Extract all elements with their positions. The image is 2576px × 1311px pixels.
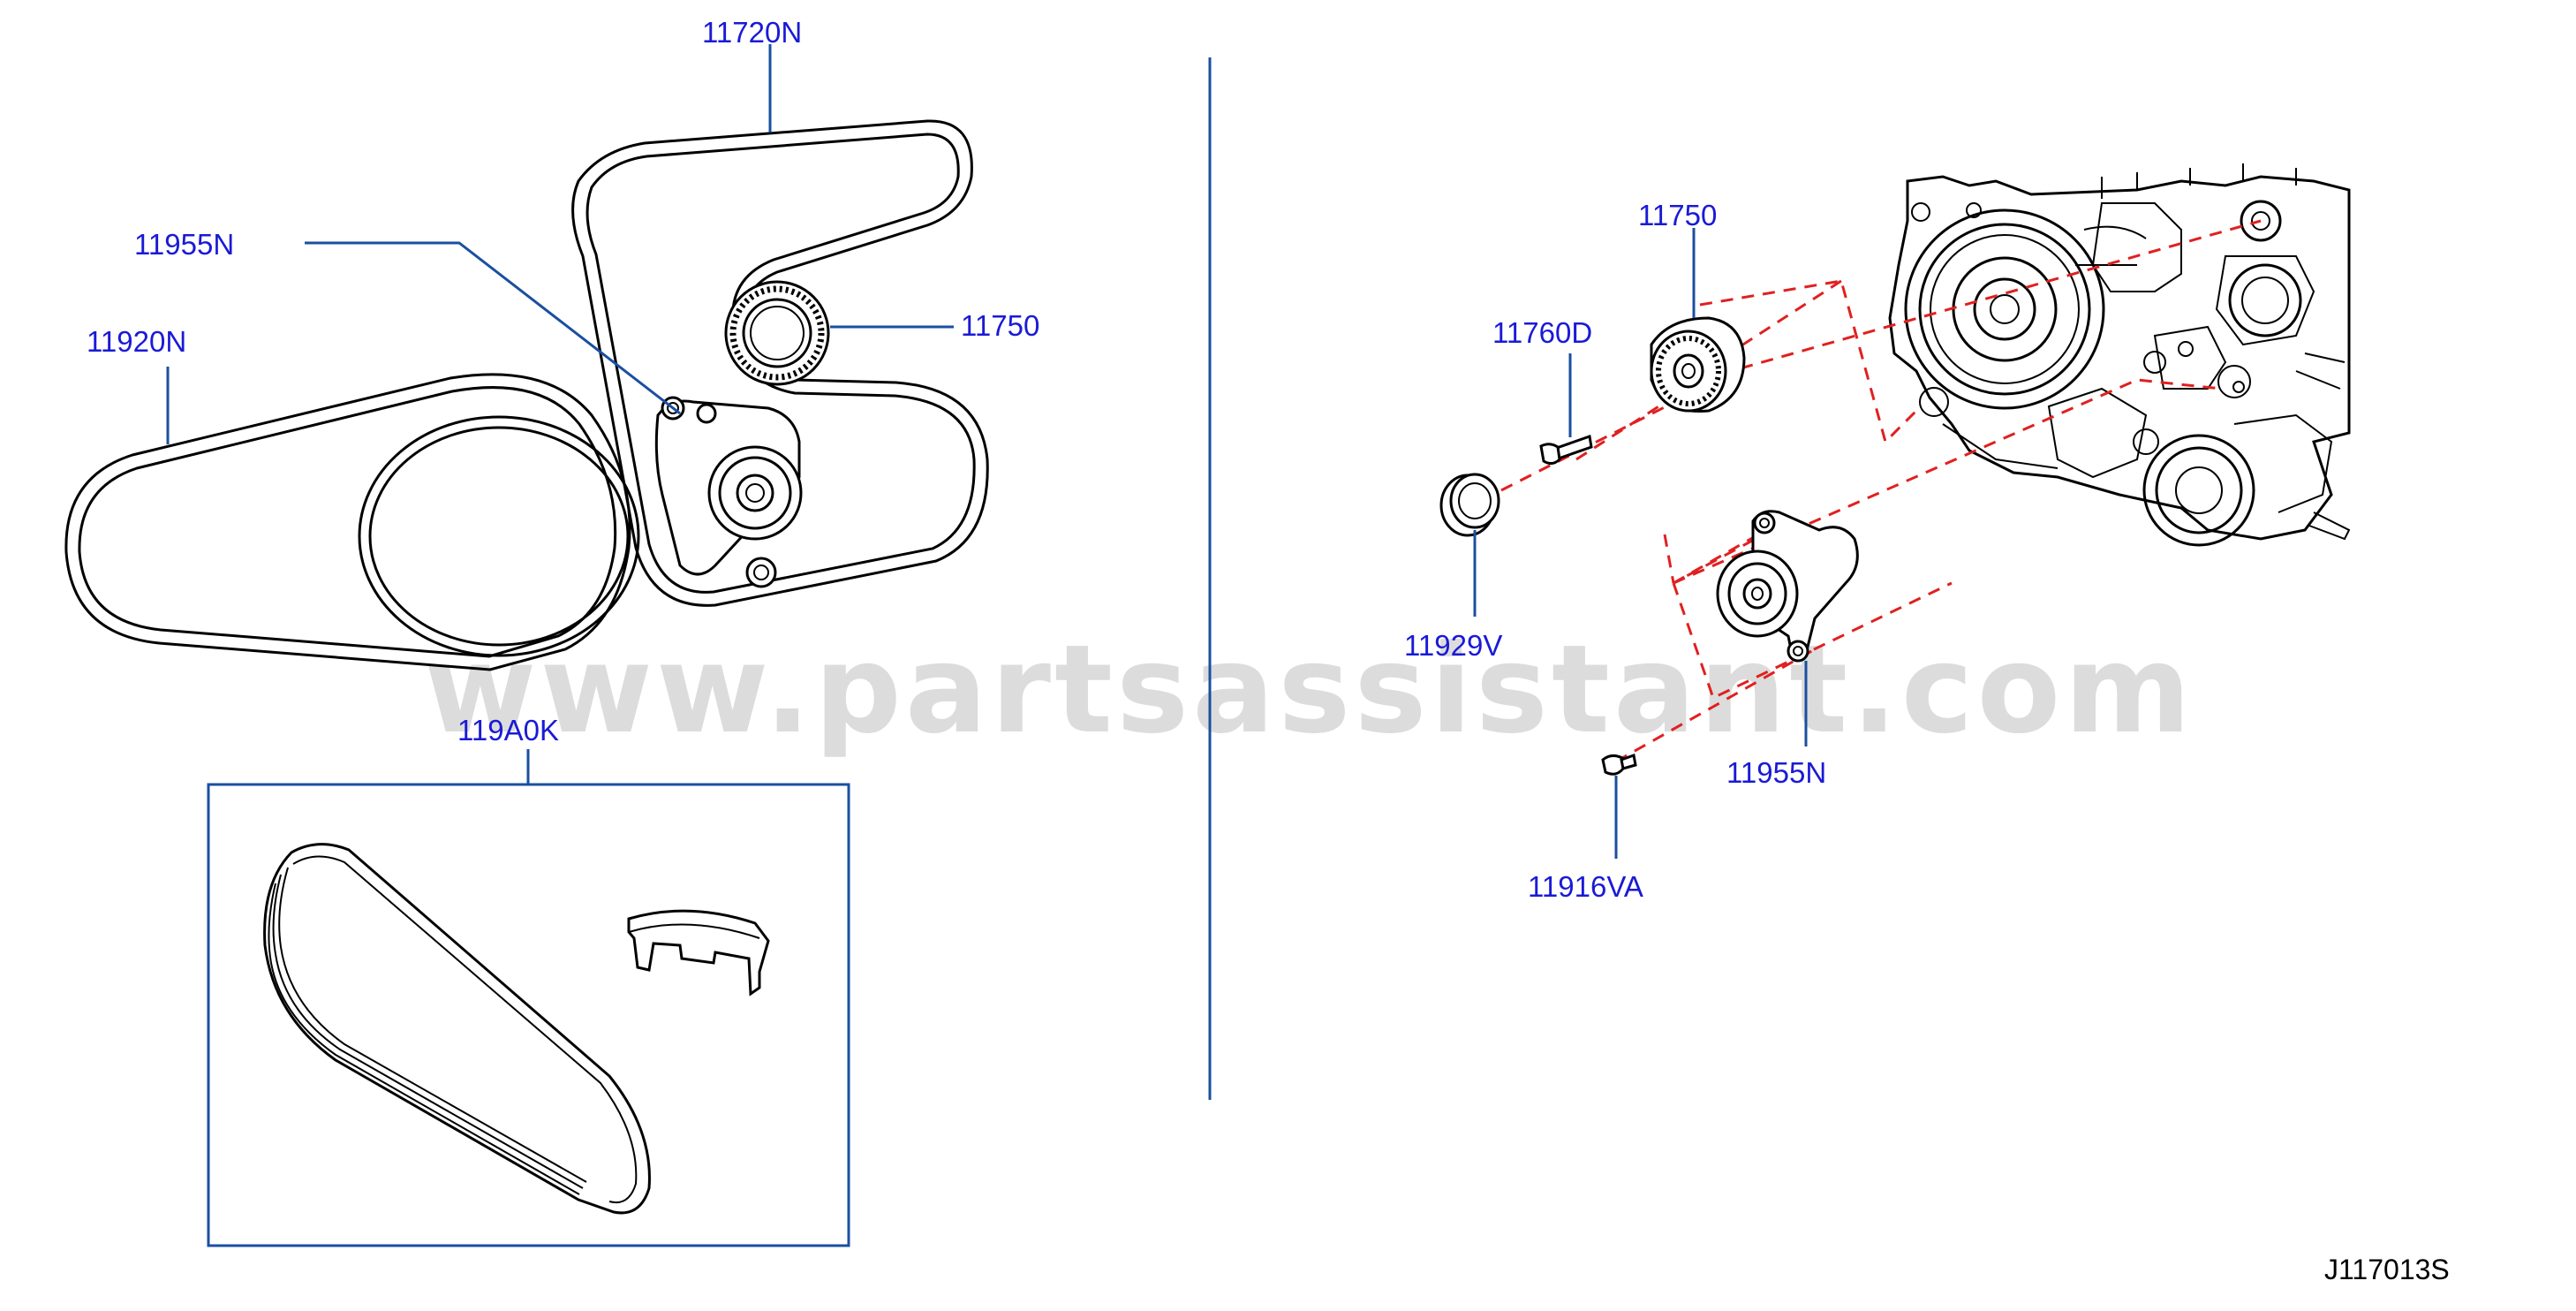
idler-pulley-left bbox=[724, 280, 830, 386]
label-idler-left: 11750 bbox=[961, 309, 1039, 342]
leader-tensioner-left bbox=[305, 241, 681, 415]
label-idler-right: 11750 bbox=[1638, 199, 1717, 231]
assembly-dashed-lines bbox=[1500, 219, 2262, 763]
idler-bolt bbox=[1539, 434, 1593, 466]
drawing-code: J117013S bbox=[2324, 1254, 2450, 1285]
belt-kit-box bbox=[207, 783, 850, 1247]
label-tensioner-bolt: 11916VA bbox=[1528, 870, 1643, 903]
idler-pulley-right bbox=[1650, 316, 1746, 413]
label-belt-kit: 119A0K bbox=[457, 714, 559, 746]
label-pulley-cover: 11929V bbox=[1404, 629, 1502, 662]
engine-block-drawing bbox=[1888, 163, 2351, 547]
label-tensioner-right: 11955N bbox=[1726, 756, 1826, 789]
belt-kit-clip bbox=[627, 909, 770, 997]
upper-belt-drawing bbox=[571, 119, 989, 607]
label-tensioner-left: 11955N bbox=[134, 228, 234, 261]
pulley-cover bbox=[1439, 473, 1500, 537]
label-idler-bolt: 11760D bbox=[1492, 316, 1592, 349]
label-upper-belt: 11720N bbox=[702, 16, 802, 49]
tensioner-left bbox=[654, 396, 803, 588]
watermark-text: www.partsassistant.com bbox=[424, 618, 2195, 761]
tensioner-bolt bbox=[1601, 753, 1637, 776]
label-lower-belt: 11920N bbox=[87, 325, 186, 358]
belt-kit-belt bbox=[263, 843, 651, 1215]
tensioner-right bbox=[1716, 510, 1859, 663]
lower-belt-drawing bbox=[64, 373, 640, 671]
